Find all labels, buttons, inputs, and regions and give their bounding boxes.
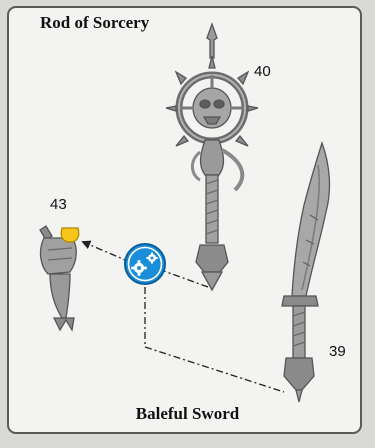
baleful-sword-part [282,143,329,402]
assembly-guide-lines [83,242,284,392]
hand-part [40,226,79,330]
gears-icon [125,244,165,284]
rod-of-sorcery-part [166,24,258,290]
